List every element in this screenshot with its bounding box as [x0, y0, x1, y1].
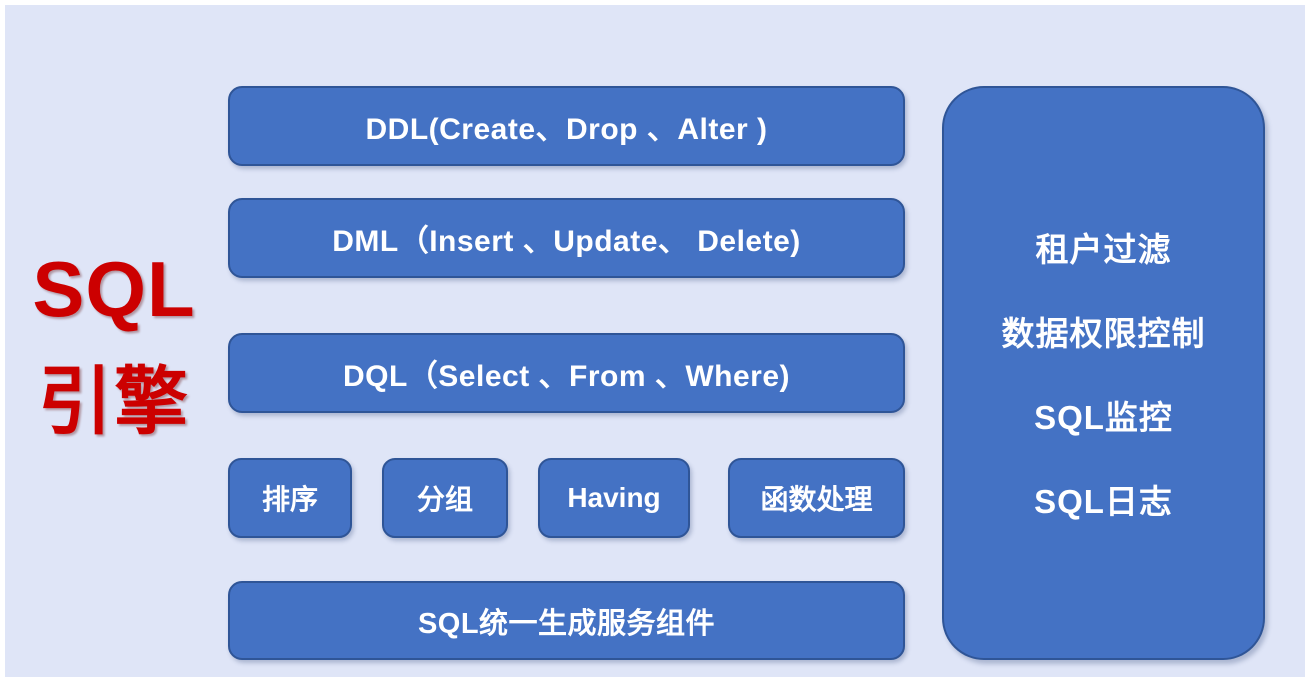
- sql-engine-label: SQL 引擎: [8, 245, 220, 444]
- card-dql[interactable]: DQL（Select 、From 、Where): [228, 333, 905, 413]
- sql-engine-label-line1: SQL: [32, 245, 196, 333]
- card-having[interactable]: Having: [538, 458, 690, 538]
- card-having-label: Having: [567, 482, 661, 513]
- card-ddl-label: DDL(Create、Drop 、Alter ): [365, 113, 768, 146]
- side-item-sql-log[interactable]: SQL日志: [1034, 483, 1173, 520]
- card-order-by-label: 排序: [261, 484, 318, 515]
- side-item-data-permission[interactable]: 数据权限控制: [1001, 315, 1206, 352]
- sql-engine-label-line2: 引擎: [38, 359, 190, 443]
- card-function-processing-label: 函数处理: [760, 484, 873, 515]
- card-dml-label: DML（Insert 、Update、 Delete): [332, 225, 801, 258]
- side-item-tenant-filter[interactable]: 租户过滤: [1035, 231, 1172, 268]
- card-dql-label: DQL（Select 、From 、Where): [342, 360, 791, 393]
- side-item-sql-monitor[interactable]: SQL监控: [1034, 399, 1173, 436]
- side-panel-capabilities[interactable]: 租户过滤 数据权限控制 SQL监控 SQL日志: [942, 86, 1265, 660]
- clause-card-row: 排序 分组 Having 函数处理: [228, 458, 905, 538]
- card-group-by-label: 分组: [416, 484, 473, 515]
- card-order-by[interactable]: 排序: [228, 458, 352, 538]
- card-unified-sql-service[interactable]: SQL统一生成服务组件: [228, 581, 905, 660]
- card-function-processing[interactable]: 函数处理: [728, 458, 905, 538]
- card-unified-sql-service-label: SQL统一生成服务组件: [417, 607, 716, 640]
- card-group-by[interactable]: 分组: [382, 458, 508, 538]
- card-ddl[interactable]: DDL(Create、Drop 、Alter ): [228, 86, 905, 166]
- card-dml[interactable]: DML（Insert 、Update、 Delete): [228, 198, 905, 278]
